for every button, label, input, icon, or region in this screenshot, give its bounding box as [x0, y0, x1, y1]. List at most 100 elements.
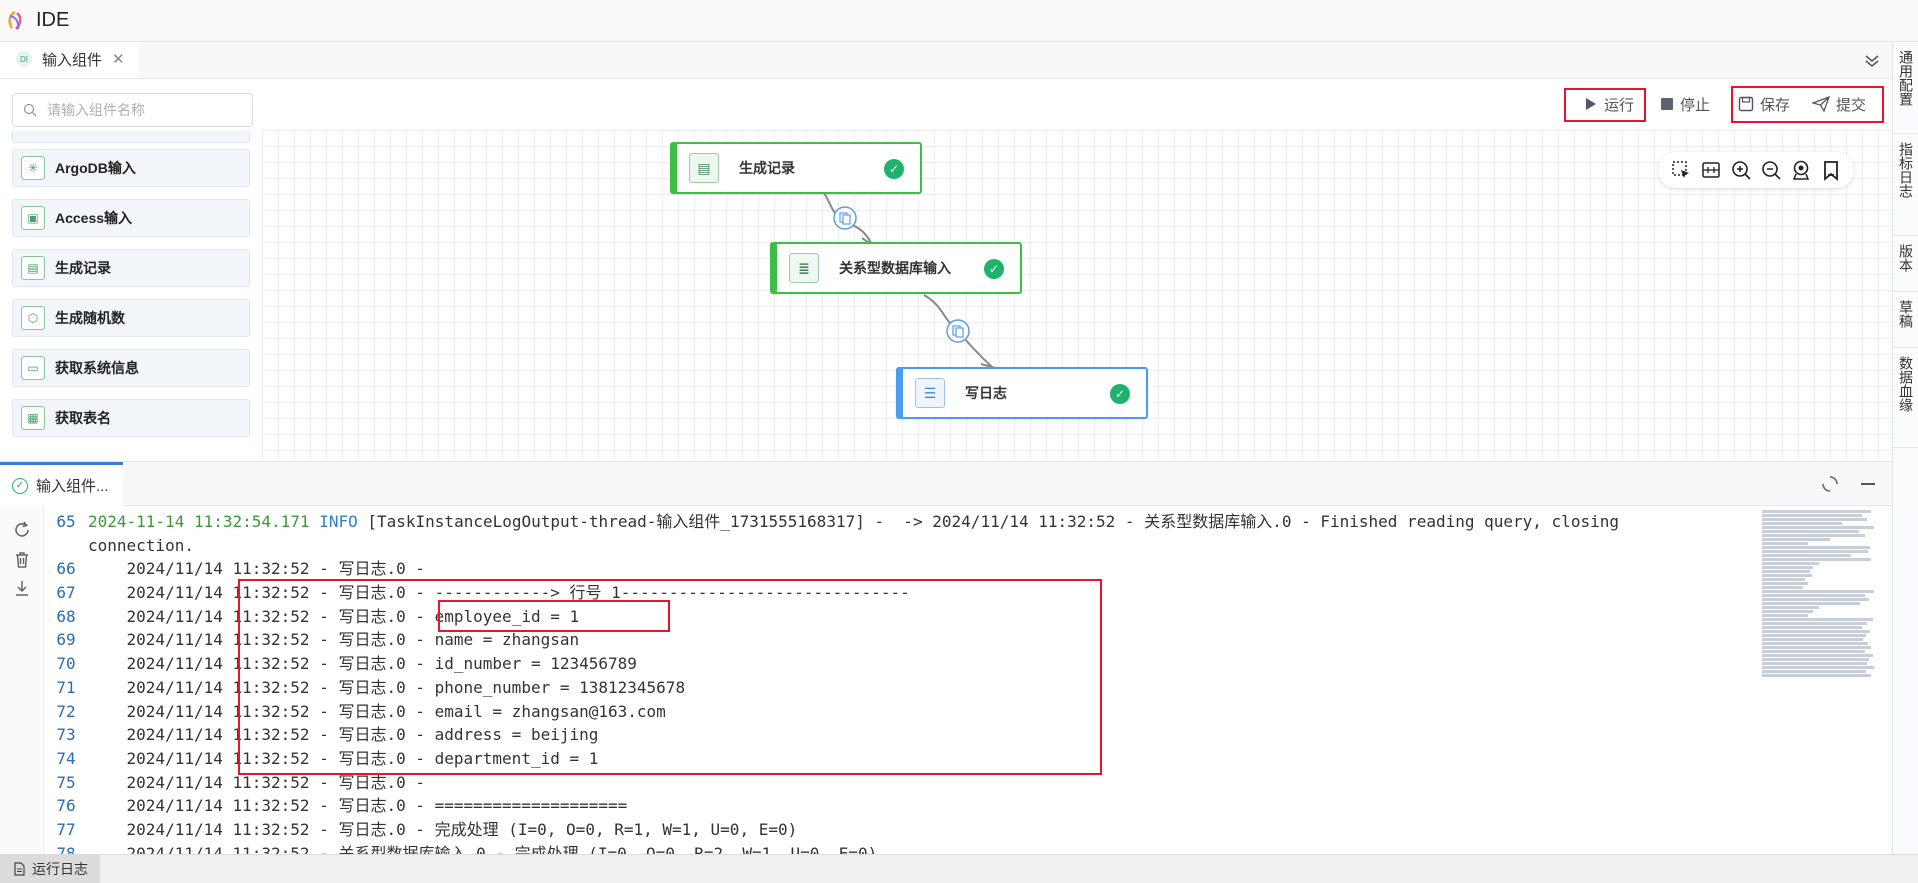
tab-label: 输入组件	[42, 51, 103, 69]
locate-icon[interactable]	[1790, 159, 1812, 181]
component-label: 获取表名	[55, 410, 111, 426]
flow-node-write-log[interactable]: ☰ 写日志 ✓	[896, 367, 1148, 419]
sidebar-item-general-config[interactable]: 通用配置	[1893, 42, 1918, 134]
run-log-tab[interactable]: 运行日志	[0, 855, 100, 883]
edge-copy-icon[interactable]	[946, 319, 970, 343]
log-side-toolbar	[0, 506, 44, 854]
log-line: 69 2024/11/14 11:32:52 - 写日志.0 - name = …	[56, 630, 580, 650]
fit-view-icon[interactable]	[1700, 159, 1722, 181]
component-search[interactable]	[12, 93, 253, 127]
sidebar-item-version[interactable]: 版本	[1893, 236, 1918, 292]
check-icon: ✓	[984, 259, 1004, 279]
submit-label: 提交	[1836, 96, 1867, 114]
minimize-icon[interactable]	[1858, 474, 1878, 494]
code-minimap[interactable]	[1762, 510, 1876, 720]
component-generate-records[interactable]: ▤ 生成记录	[12, 249, 250, 287]
component-list: ✳ ArgoDB输入 ▣ Access输入 ▤ 生成记录 ⬡ 生成随机数 ▭ 获…	[12, 131, 252, 459]
log-panel-header: ✓ 输入组件...	[0, 461, 1892, 506]
tab-input-component[interactable]: DI 输入组件 ✕	[0, 42, 139, 78]
stop-label: 停止	[1680, 96, 1711, 114]
sidebar-item-label: 草稿	[1898, 300, 1914, 328]
tab-type-icon: DI	[16, 51, 32, 67]
access-icon: ▣	[21, 206, 45, 230]
save-label: 保存	[1760, 96, 1791, 114]
right-sidebar: 通用配置 指标日志 版本 草稿 数据血缘	[1892, 42, 1918, 854]
save-button[interactable]: 保存	[1738, 88, 1790, 120]
loading-icon[interactable]	[1820, 474, 1840, 494]
success-icon: ✓	[12, 477, 28, 494]
component-label: ArgoDB输入	[55, 160, 136, 176]
search-icon	[23, 103, 37, 117]
component-label: Access输入	[55, 210, 133, 226]
node-label: 生成记录	[739, 160, 795, 176]
stop-button[interactable]: 停止	[1660, 88, 1710, 120]
log-line: 74 2024/11/14 11:32:52 - 写日志.0 - departm…	[56, 748, 599, 768]
log-line: 73 2024/11/14 11:32:52 - 写日志.0 - address…	[56, 725, 599, 745]
component-label: 生成随机数	[55, 310, 125, 326]
component-palette: ✳ ArgoDB输入 ▣ Access输入 ▤ 生成记录 ⬡ 生成随机数 ▭ 获…	[0, 79, 262, 459]
send-icon	[1812, 96, 1830, 112]
log-line: 66 2024/11/14 11:32:52 - 写日志.0 -	[56, 559, 425, 579]
component-table-names[interactable]: ▦ 获取表名	[12, 399, 250, 437]
status-bar: 运行日志	[0, 854, 1918, 883]
save-icon	[1738, 96, 1754, 112]
close-icon[interactable]: ✕	[112, 51, 125, 68]
document-icon: ▤	[689, 153, 719, 183]
sidebar-item-label: 数据血缘	[1898, 356, 1914, 412]
sidebar-item-label: 版本	[1898, 244, 1914, 272]
refresh-icon[interactable]	[12, 520, 32, 540]
edge-copy-icon[interactable]	[833, 206, 857, 230]
app-logo-icon	[8, 10, 22, 30]
title-bar: IDE	[0, 0, 1918, 42]
component-access-input[interactable]: ▣ Access输入	[12, 199, 250, 237]
database-icon: ≣	[789, 253, 819, 283]
component-label: 生成记录	[55, 260, 111, 276]
run-label: 运行	[1604, 96, 1635, 114]
component-argodb-input[interactable]: ✳ ArgoDB输入	[12, 149, 250, 187]
sidebar-item-label: 通用配置	[1898, 50, 1914, 106]
log-line: 72 2024/11/14 11:32:52 - 写日志.0 - email =…	[56, 701, 666, 721]
zoom-out-icon[interactable]	[1760, 159, 1782, 181]
argodb-icon: ✳	[21, 156, 45, 180]
submit-button[interactable]: 提交	[1812, 88, 1866, 120]
log-line-continuation: connection.	[88, 535, 194, 555]
log-icon: ☰	[915, 378, 945, 408]
check-icon: ✓	[1110, 384, 1130, 404]
list-item[interactable]	[12, 131, 250, 143]
monitor-icon: ▭	[21, 356, 45, 380]
log-line: 76 2024/11/14 11:32:52 - 写日志.0 - =======…	[56, 796, 628, 816]
check-icon: ✓	[884, 159, 904, 179]
flow-node-generate-records[interactable]: ▤ 生成记录 ✓	[670, 142, 922, 194]
run-log-label: 运行日志	[32, 861, 88, 877]
log-tab-label: 输入组件...	[36, 478, 109, 495]
chevron-double-down-icon[interactable]	[1862, 51, 1882, 71]
log-line: 77 2024/11/14 11:32:52 - 写日志.0 - 完成处理 (I…	[56, 819, 798, 839]
log-line: 71 2024/11/14 11:32:52 - 写日志.0 - phone_n…	[56, 677, 686, 697]
zoom-in-icon[interactable]	[1730, 159, 1752, 181]
component-system-info[interactable]: ▭ 获取系统信息	[12, 349, 250, 387]
log-line: 70 2024/11/14 11:32:52 - 写日志.0 - id_numb…	[56, 654, 637, 674]
sidebar-item-metric-log[interactable]: 指标日志	[1893, 134, 1918, 236]
flow-node-rdb-input[interactable]: ≣ 关系型数据库输入 ✓	[770, 242, 1022, 294]
table-icon: ▦	[21, 406, 45, 430]
log-line: 75 2024/11/14 11:32:52 - 写日志.0 -	[56, 772, 425, 792]
sidebar-item-data-lineage[interactable]: 数据血缘	[1893, 348, 1918, 448]
download-icon[interactable]	[12, 578, 32, 598]
run-button[interactable]: 运行	[1584, 88, 1634, 120]
sidebar-item-draft[interactable]: 草稿	[1893, 292, 1918, 348]
bookmark-icon[interactable]	[1820, 159, 1842, 181]
node-label: 写日志	[965, 385, 1007, 401]
log-tab-input-component[interactable]: ✓ 输入组件...	[0, 462, 123, 506]
search-input[interactable]	[47, 102, 237, 118]
component-random-number[interactable]: ⬡ 生成随机数	[12, 299, 250, 337]
stop-icon	[1661, 98, 1673, 110]
cube-icon: ⬡	[21, 306, 45, 330]
log-line: 68 2024/11/14 11:32:52 - 写日志.0 - employe…	[56, 606, 580, 626]
trash-icon[interactable]	[12, 550, 32, 570]
node-label: 关系型数据库输入	[839, 260, 951, 276]
app-title: IDE	[36, 9, 70, 31]
select-area-icon[interactable]	[1670, 159, 1692, 181]
